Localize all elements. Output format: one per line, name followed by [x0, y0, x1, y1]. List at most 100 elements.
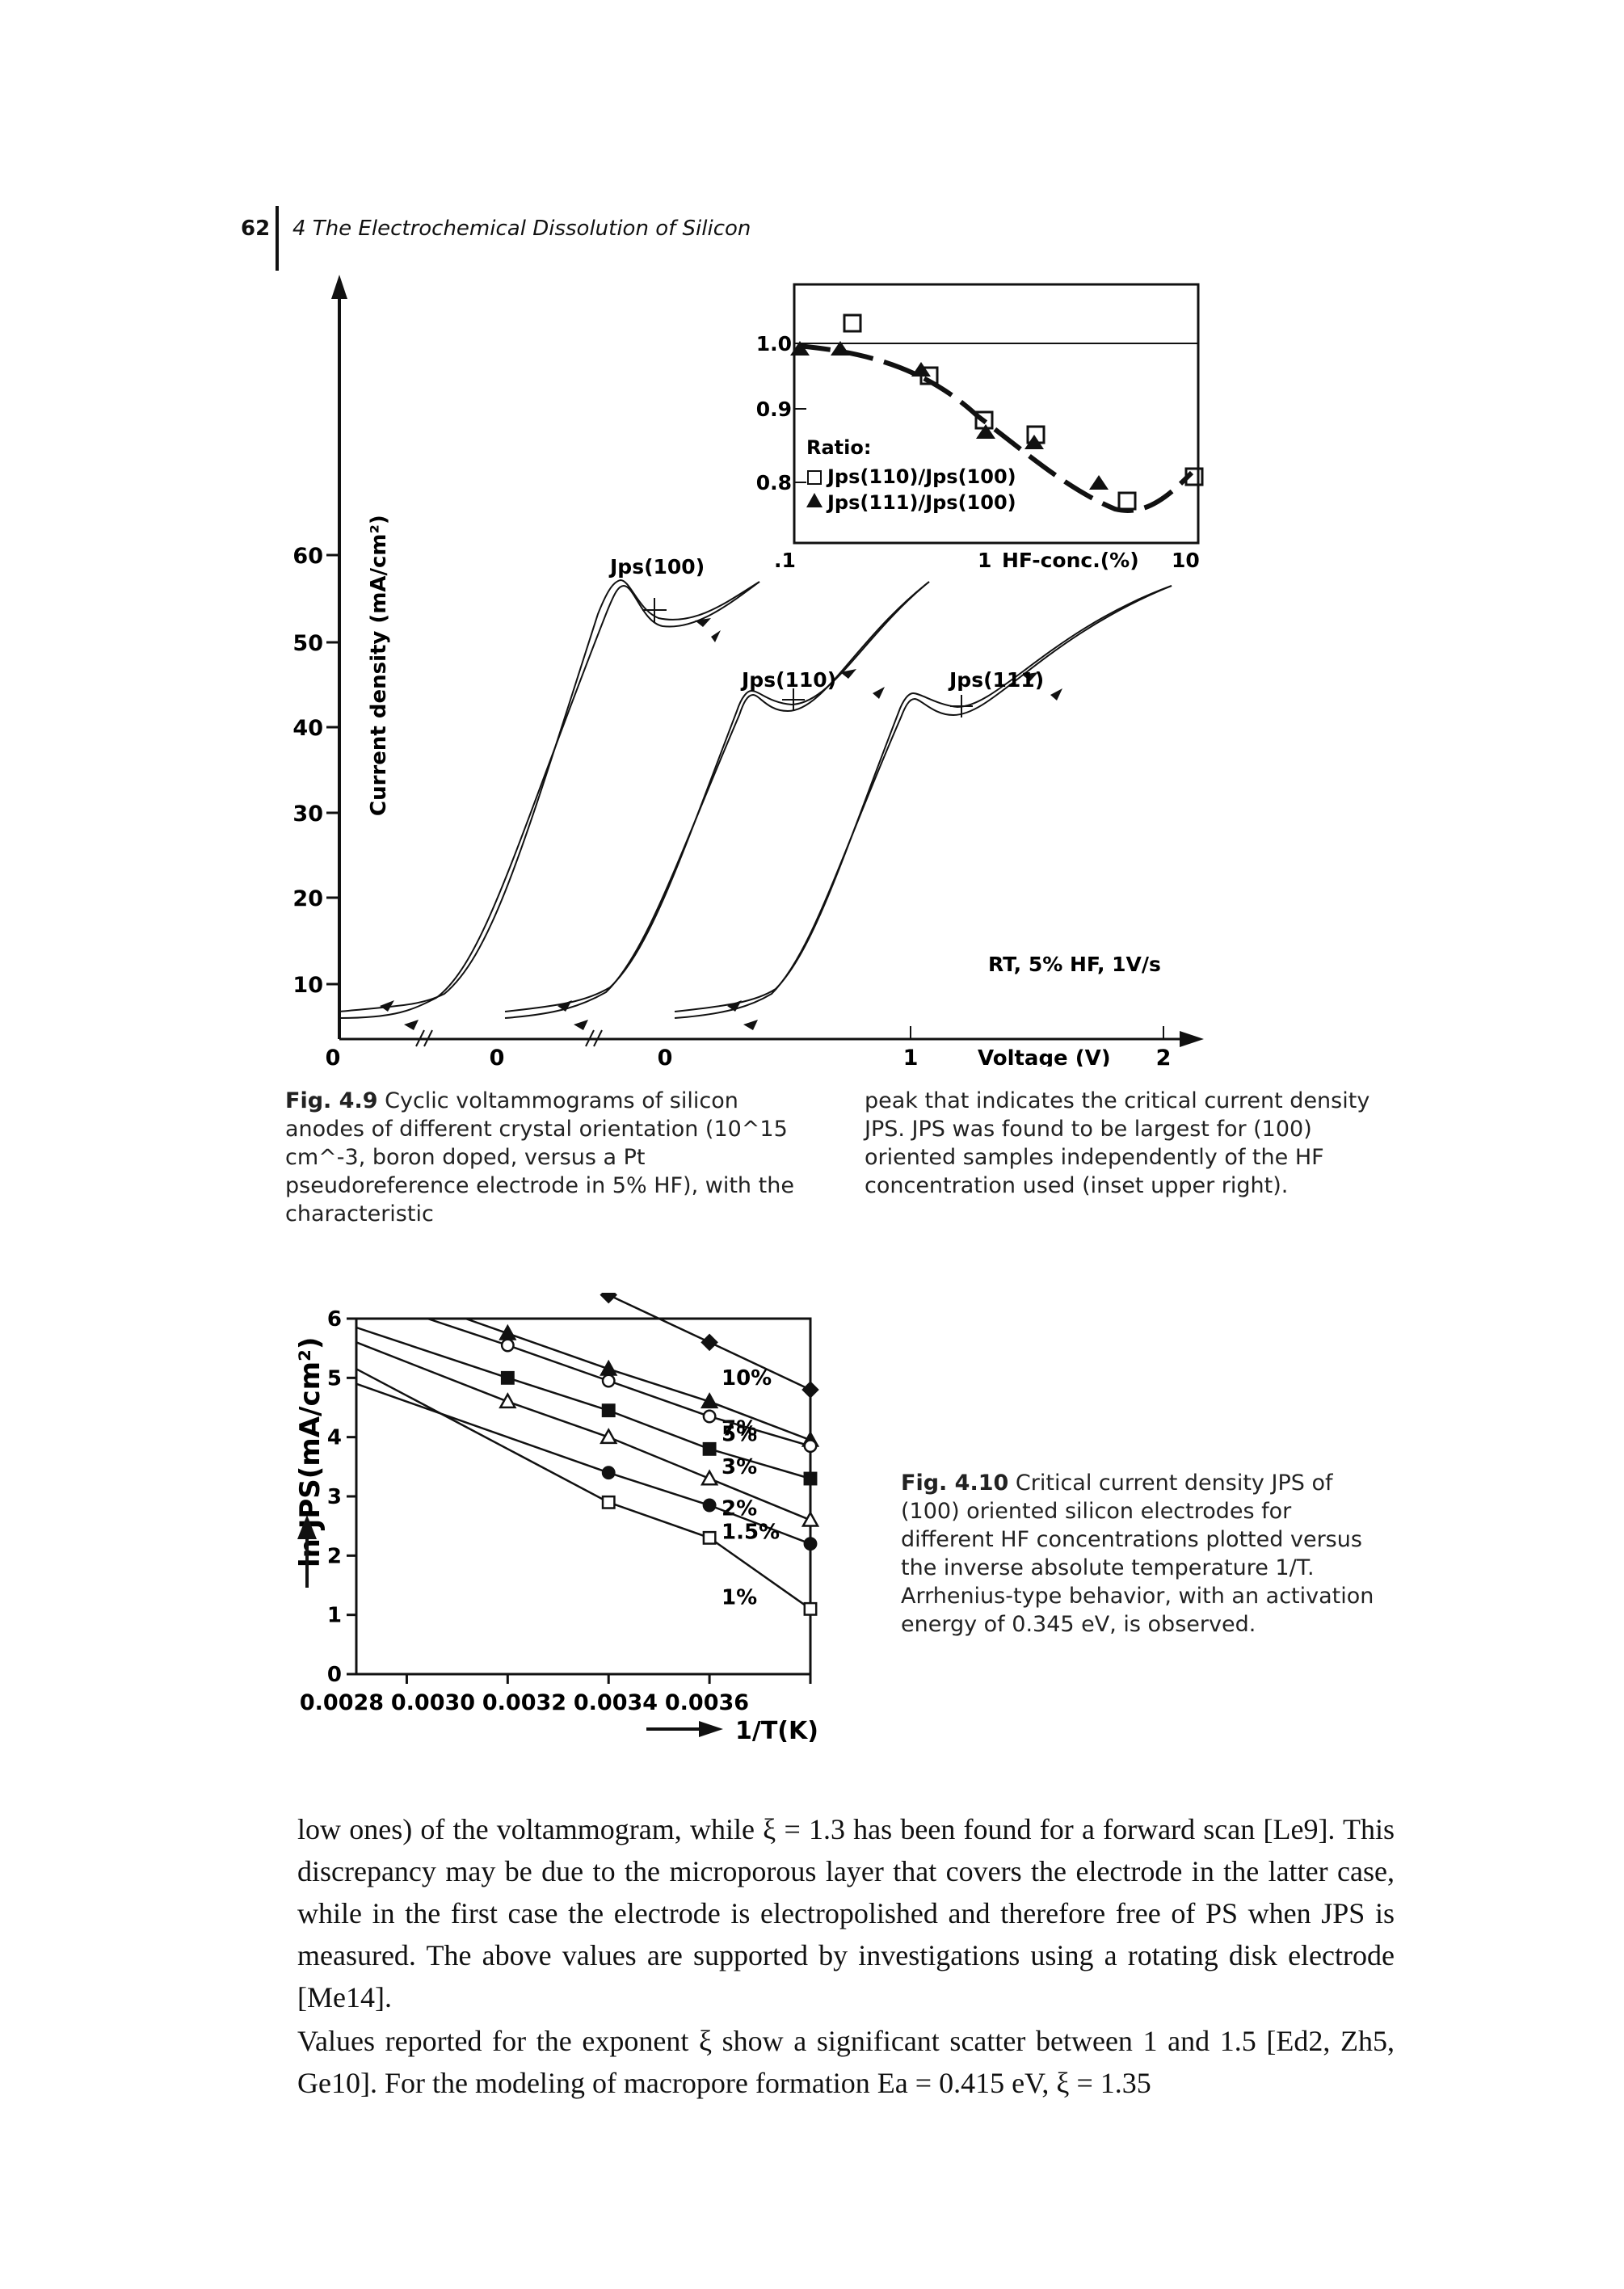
fig410-x-label: 1/T(K) — [735, 1717, 818, 1745]
fig410-xtick-label: 0.0034 — [574, 1690, 658, 1715]
fig49-label-jps111: Jps(111) — [948, 668, 1044, 692]
fig49-xtick-1: 1 — [903, 1046, 919, 1067]
fig410-point-1.5% — [803, 1537, 818, 1551]
fig49-curve-100-fwd — [339, 581, 760, 1019]
fig410-ytick-label: 1 — [327, 1604, 342, 1628]
fig49-xtick-2: 2 — [1156, 1046, 1172, 1067]
inset-ytick-1.0: 1.0 — [756, 332, 792, 356]
fig410-point-10% — [600, 1293, 617, 1304]
inset-xlabel: HF-conc.(%) — [1002, 549, 1139, 572]
inset-legend-110: Jps(110)/Jps(100) — [826, 465, 1016, 488]
body-paragraph-1: low ones) of the voltammogram, while ξ =… — [297, 1813, 1395, 2013]
fig410-point-7% — [600, 1359, 618, 1376]
fig410-ytick-label: 0 — [327, 1663, 342, 1687]
fig49-ytick-60: 60 — [292, 544, 323, 569]
fig49-x-label: Voltage (V) — [978, 1046, 1111, 1067]
fig410-point-5% — [601, 1374, 616, 1388]
fig410-point-3% — [702, 1441, 717, 1456]
fig49-curve-111-rev — [674, 585, 1172, 1012]
fig410-series-label: 10% — [722, 1366, 772, 1391]
fig49-caption-right: peak that indicates the critical current… — [865, 1087, 1394, 1200]
fig410-ytick-label: 4 — [327, 1426, 342, 1450]
fig410-point-2% — [700, 1469, 719, 1486]
fig410-point-2% — [499, 1392, 517, 1409]
fig410-point-1% — [601, 1495, 616, 1509]
fig410-series-label: 1% — [722, 1585, 757, 1609]
fig49-curve-110-rev — [504, 581, 930, 1012]
fig49-x-arrow — [1180, 1031, 1204, 1047]
fig410-xtick-label: 0.0030 — [391, 1690, 475, 1715]
fig49-xtick-0a: 0 — [326, 1046, 341, 1067]
inset-ytick-0.8: 0.8 — [756, 471, 792, 494]
fig49-label-jps110: Jps(110) — [740, 668, 836, 692]
fig410-series-label: 1.5% — [722, 1521, 780, 1545]
fig410-series-line-1% — [356, 1368, 811, 1610]
fig49-ytick-20: 20 — [292, 886, 323, 911]
fig410-xtick-label: 0.0032 — [482, 1690, 566, 1715]
inset-markers-110 — [843, 313, 1204, 511]
fig410-point-5% — [500, 1338, 515, 1353]
inset-legend-triangle-icon — [806, 493, 823, 507]
fig410-point-7% — [700, 1392, 719, 1409]
fig410-y-ticks: 0 1 2 3 4 5 6 — [327, 1307, 356, 1687]
inset-legend-title: Ratio: — [806, 436, 871, 459]
page-number: 62 — [241, 217, 271, 241]
fig410-ytick-label: 6 — [327, 1307, 342, 1332]
fig410-point-2% — [600, 1428, 618, 1445]
fig410-point-10% — [701, 1333, 718, 1352]
inset-xtick-1: 1 — [978, 549, 991, 572]
inset-xtick-0.1: .1 — [774, 549, 796, 572]
fig410-ytick-label: 5 — [327, 1366, 342, 1391]
fig410-point-1% — [803, 1601, 818, 1616]
fig49-axis-breaks — [415, 1029, 603, 1047]
fig49-condition: RT, 5% HF, 1V/s — [988, 953, 1161, 976]
fig410-ytick-label: 3 — [327, 1485, 342, 1509]
fig410-x-arrow-icon — [699, 1721, 723, 1737]
fig410-point-2% — [801, 1510, 820, 1527]
header-rule — [276, 206, 279, 271]
fig410-series-line-1.5% — [356, 1382, 811, 1545]
fig49-y-arrow — [331, 275, 347, 299]
inset-markers-111 — [790, 341, 1109, 490]
fig49-caption-label: Fig. 4.9 — [285, 1088, 378, 1113]
inset-xtick-10: 10 — [1172, 549, 1200, 572]
fig410-point-10% — [801, 1381, 819, 1399]
fig49-curve-100-rev — [339, 579, 760, 1012]
fig410-x-ticks: 0.0028 0.0030 0.0032 0.0034 0.0036 — [300, 1674, 812, 1715]
inset-legend-111: Jps(111)/Jps(100) — [826, 491, 1016, 514]
fig49-ytick-40: 40 — [292, 716, 323, 741]
fig49-ytick-30: 30 — [292, 802, 323, 827]
fig410-series-label: 3% — [722, 1455, 757, 1479]
fig49-y-ticks — [326, 553, 339, 986]
figure-4-9: 60 50 40 30 20 10 Current density (mA/cm… — [292, 275, 1204, 1067]
fig410-xtick-label: 0.0028 — [300, 1690, 384, 1715]
fig410-point-3% — [500, 1370, 515, 1385]
fig410-series-label: 5% — [722, 1423, 757, 1447]
fig49-label-jps100: Jps(100) — [608, 555, 705, 579]
fig410-point-1.5% — [702, 1498, 717, 1513]
body-text: low ones) of the voltammogram, while ξ =… — [297, 1808, 1395, 2104]
fig410-xtick-label: 0.0036 — [665, 1690, 749, 1715]
fig410-point-1% — [702, 1530, 717, 1545]
fig410-point-3% — [601, 1403, 616, 1418]
fig410-point-5% — [702, 1409, 717, 1424]
fig49-xtick-0b: 0 — [490, 1046, 505, 1067]
fig49-caption-right-text: peak that indicates the critical current… — [865, 1088, 1370, 1198]
fig410-caption-text: Critical current density JPS of (100) or… — [901, 1471, 1374, 1637]
fig410-ytick-label: 2 — [327, 1544, 342, 1568]
fig410-caption: Fig. 4.10 Critical current density JPS o… — [901, 1469, 1386, 1639]
inset-legend-square-icon — [807, 470, 822, 485]
fig410-point-7% — [499, 1323, 517, 1340]
fig49-xtick-0c: 0 — [658, 1046, 673, 1067]
fig410-point-5% — [803, 1439, 818, 1454]
fig410-caption-label: Fig. 4.10 — [901, 1471, 1009, 1496]
fig49-ytick-50: 50 — [292, 631, 323, 656]
fig49-caption-left-text: Cyclic voltammograms of silicon anodes o… — [285, 1088, 794, 1227]
fig49-y-label: Current density (mA/cm²) — [367, 515, 391, 816]
body-paragraph-2: Values reported for the exponent ξ show … — [297, 2025, 1395, 2099]
inset-ytick-0.9: 0.9 — [756, 398, 792, 421]
fig410-point-1.5% — [601, 1466, 616, 1480]
fig49-caption-left: Fig. 4.9 Cyclic voltammograms of silicon… — [285, 1087, 810, 1228]
fig49-curve-111-fwd — [674, 585, 1172, 1019]
